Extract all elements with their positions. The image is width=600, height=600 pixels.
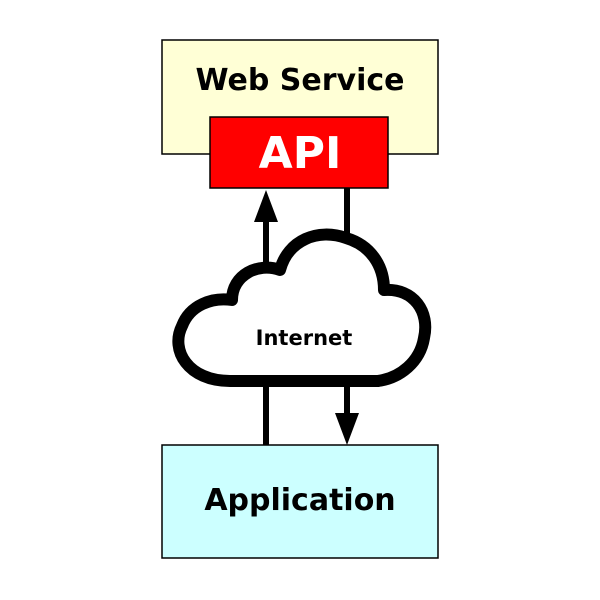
application-label: Application [204,483,395,518]
cloud-shape [172,228,432,387]
web-service-label: Web Service [195,63,404,98]
api-label: API [259,128,342,179]
cloud-icon [172,228,432,387]
arrow-up-icon [254,190,278,222]
application-box [161,444,439,559]
arrow-down-icon [335,413,359,445]
api-box [209,116,389,189]
internet-label: Internet [256,326,353,350]
